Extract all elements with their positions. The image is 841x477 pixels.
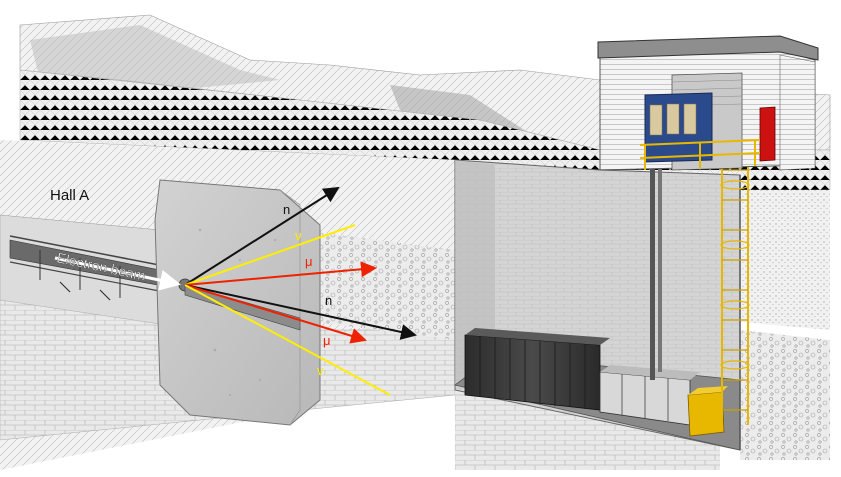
- neutron-track-1: [184, 186, 340, 286]
- hall-label: Hall A: [50, 187, 89, 204]
- surface-building: [597, 35, 819, 171]
- neutrino-track-1: [184, 224, 356, 286]
- cable-pipe: [650, 165, 662, 380]
- neutron-label-1: n: [283, 202, 290, 217]
- access-ladder: [720, 145, 750, 425]
- electron-beam-arrow: [54, 256, 181, 291]
- muon-track-2: [184, 284, 367, 344]
- neutrino-track-2: [184, 284, 391, 396]
- muon-label-2: μ: [323, 333, 331, 348]
- muon-label-1: μ: [305, 254, 313, 269]
- neutron-track-2: [184, 284, 417, 340]
- concrete-shield: [154, 179, 321, 426]
- neutron-label-2: n: [325, 293, 332, 308]
- particle-tracks: [184, 186, 417, 396]
- neutrino-label-2: ν: [317, 363, 324, 378]
- muon-track-1: [184, 261, 377, 286]
- shield-blocks: [464, 328, 610, 411]
- neutrino-label-1: ν: [295, 228, 302, 243]
